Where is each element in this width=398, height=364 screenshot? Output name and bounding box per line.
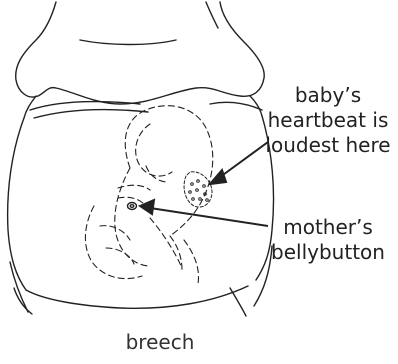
baby-outline-dashed [85, 106, 212, 284]
chest-outline [16, 2, 265, 118]
heartbeat-label: baby’s heartbeat is loudest here [258, 83, 398, 158]
heartbeat-label-line2: heartbeat is [258, 108, 398, 133]
bellybutton-arrow [140, 200, 268, 226]
heartbeat-label-line3: loudest here [258, 133, 398, 158]
heartbeat-area [184, 172, 212, 207]
bellybutton-label: mother’s bellybutton [258, 215, 398, 265]
bellybutton-label-line2: bellybutton [258, 240, 398, 265]
belly-outline [8, 116, 274, 316]
heartbeat-label-line1: baby’s [258, 83, 398, 108]
bellybutton-mark [128, 203, 137, 210]
figure-caption: breech [60, 329, 260, 355]
bellybutton-label-line1: mother’s [258, 215, 398, 240]
